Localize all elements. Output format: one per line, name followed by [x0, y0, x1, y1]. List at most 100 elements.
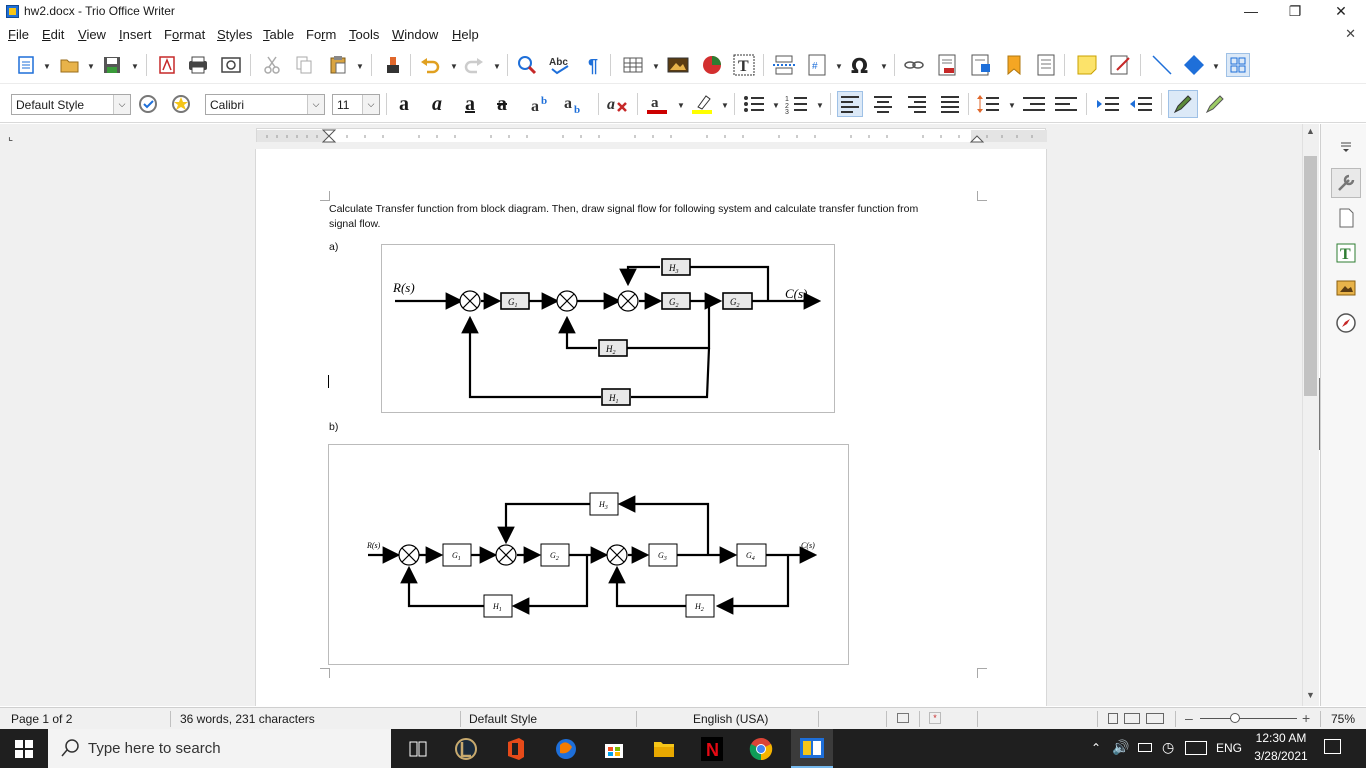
decrease-indent-icon[interactable]: [1129, 92, 1153, 116]
block-diagram-a[interactable]: R(s) C(s) G1 G2 G2 H3 H2 H1: [381, 244, 836, 414]
clock-time[interactable]: 12:30 AM: [1255, 731, 1307, 745]
minimize-icon[interactable]: —: [1244, 3, 1258, 19]
strikethrough-icon[interactable]: a: [497, 92, 507, 115]
justify-icon[interactable]: [938, 92, 962, 116]
scroll-up-icon[interactable]: ▲: [1306, 126, 1315, 136]
comment-icon[interactable]: [1075, 53, 1099, 77]
shapes-dropdown-icon[interactable]: ▼: [1212, 62, 1220, 71]
table-dropdown-icon[interactable]: ▼: [652, 62, 660, 71]
document-page[interactable]: Calculate Transfer function from block d…: [255, 149, 1047, 706]
shapes-icon[interactable]: [1182, 53, 1206, 77]
word-count[interactable]: 36 words, 231 characters: [180, 712, 315, 726]
task-view-icon[interactable]: [404, 735, 432, 763]
office-icon[interactable]: [502, 735, 530, 763]
line-icon[interactable]: [1150, 53, 1174, 77]
multi-page-view-icon[interactable]: [1124, 713, 1140, 724]
special-character-icon[interactable]: Ω: [849, 53, 873, 77]
more-icon[interactable]: [1226, 53, 1250, 77]
font-color-icon[interactable]: a: [645, 92, 669, 116]
undo-dropdown-icon[interactable]: ▼: [450, 62, 458, 71]
track-changes-icon[interactable]: [1108, 53, 1132, 77]
spellcheck-icon[interactable]: Abc: [548, 53, 572, 77]
font-name-combo[interactable]: Calibri ⌵: [205, 94, 325, 115]
menu-styles[interactable]: Styles: [217, 27, 253, 42]
footnote-icon[interactable]: [935, 53, 959, 77]
insert-mode-icon[interactable]: [897, 713, 909, 723]
save-icon[interactable]: [100, 53, 124, 77]
image-icon[interactable]: [666, 53, 690, 77]
page-break-icon[interactable]: [772, 53, 796, 77]
clone-format-icon[interactable]: [381, 53, 405, 77]
bookmark-icon[interactable]: [1002, 53, 1026, 77]
scroll-down-icon[interactable]: ▼: [1306, 690, 1315, 700]
scrollbar-thumb[interactable]: [1304, 156, 1317, 396]
clear-formatting-icon[interactable]: a: [606, 92, 630, 116]
align-left-icon[interactable]: [837, 91, 863, 117]
redo-icon[interactable]: [462, 53, 486, 77]
menu-table[interactable]: Table: [263, 27, 295, 42]
close-document-icon[interactable]: ✕: [1345, 26, 1356, 41]
zoom-slider[interactable]: [1200, 718, 1297, 719]
page-style[interactable]: Default Style: [469, 712, 538, 726]
field-dropdown-icon[interactable]: ▼: [835, 62, 843, 71]
clock-date[interactable]: 3/28/2021: [1254, 749, 1308, 763]
endnote-icon[interactable]: [968, 53, 992, 77]
cross-reference-icon[interactable]: [1034, 53, 1058, 77]
volume-icon[interactable]: 🔊: [1112, 739, 1130, 755]
font-color-dropdown-icon[interactable]: ▼: [677, 101, 685, 110]
chevron-down-icon[interactable]: ⌵: [113, 95, 130, 114]
pen-icon[interactable]: [1203, 92, 1227, 116]
language-indicator[interactable]: English (USA): [693, 712, 769, 726]
decrease-paragraph-spacing-icon[interactable]: [1054, 92, 1078, 116]
horizontal-ruler[interactable]: [256, 128, 1047, 143]
keyboard-icon[interactable]: [1185, 741, 1207, 755]
show-hidden-icons-icon[interactable]: ⌃: [1091, 741, 1102, 755]
paragraph-style-combo[interactable]: Default Style ⌵: [11, 94, 131, 115]
update-style-icon[interactable]: [136, 92, 160, 116]
browser-icon[interactable]: [552, 735, 580, 763]
align-center-icon[interactable]: [871, 92, 895, 116]
network-icon[interactable]: ◷: [1162, 739, 1175, 755]
hyperlink-icon[interactable]: [902, 53, 926, 77]
menu-edit[interactable]: Edit: [42, 27, 65, 42]
italic-icon[interactable]: a: [432, 92, 442, 115]
menu-tools[interactable]: Tools: [349, 27, 380, 42]
chrome-icon[interactable]: [747, 735, 775, 763]
taskbar-search-box[interactable]: Type here to search: [48, 729, 391, 768]
increase-paragraph-spacing-icon[interactable]: [1022, 92, 1046, 116]
store-icon[interactable]: [600, 735, 628, 763]
writer-taskbar-button[interactable]: [791, 729, 833, 768]
find-replace-icon[interactable]: [515, 53, 539, 77]
menu-insert[interactable]: Insert: [119, 27, 152, 42]
paste-dropdown-icon[interactable]: ▼: [356, 62, 364, 71]
zoom-out-icon[interactable]: –: [1185, 710, 1193, 726]
sidebar-menu-icon[interactable]: [1333, 133, 1359, 159]
formatting-marks-icon[interactable]: ¶: [583, 53, 607, 77]
properties-icon[interactable]: [1331, 168, 1361, 198]
new-icon[interactable]: [14, 53, 38, 77]
print-preview-icon[interactable]: [219, 53, 243, 77]
cut-icon[interactable]: [260, 53, 284, 77]
undo-icon[interactable]: [418, 53, 442, 77]
page-indicator[interactable]: Page 1 of 2: [11, 712, 73, 726]
input-language[interactable]: ENG: [1216, 741, 1243, 755]
save-dropdown-icon[interactable]: ▼: [131, 62, 139, 71]
textbox-icon[interactable]: T: [732, 53, 756, 77]
tab-stop-icon[interactable]: ⌞: [8, 131, 14, 143]
start-icon[interactable]: [10, 735, 38, 763]
font-size-combo[interactable]: 11 ⌵: [332, 94, 380, 115]
styles-icon[interactable]: T: [1333, 240, 1359, 266]
align-right-icon[interactable]: [905, 92, 929, 116]
table-icon[interactable]: [621, 53, 645, 77]
netflix-icon[interactable]: N: [698, 735, 726, 763]
block-diagram-b[interactable]: R(s) C(s) G1 G2 G3 G4 H3 H1 H2: [328, 444, 850, 666]
chevron-down-icon[interactable]: ⌵: [362, 95, 379, 114]
highlight-icon[interactable]: [690, 92, 714, 116]
close-icon[interactable]: ✕: [1335, 3, 1347, 19]
bullets-icon[interactable]: [742, 92, 766, 116]
notifications-icon[interactable]: [1324, 739, 1341, 754]
page-icon[interactable]: [1333, 205, 1359, 231]
document-modified-icon[interactable]: *: [929, 712, 941, 724]
